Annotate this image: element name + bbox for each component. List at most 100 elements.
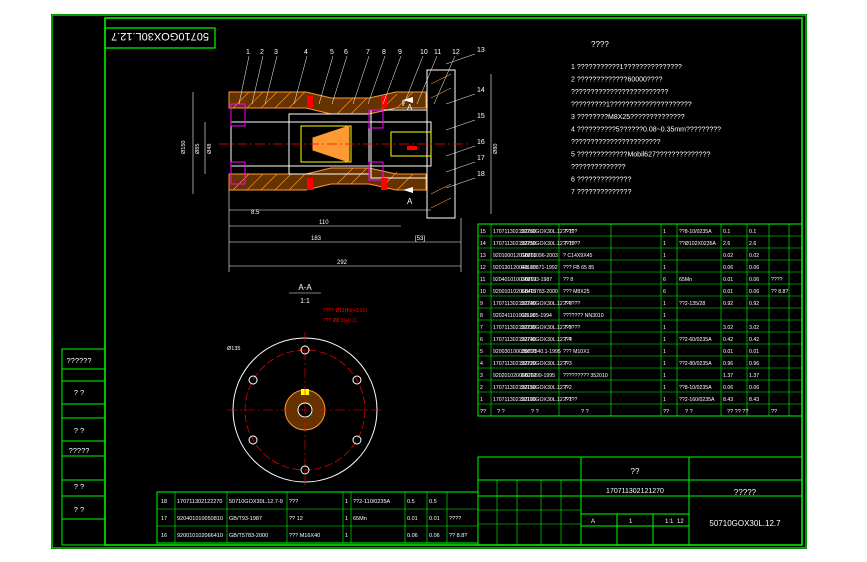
note-line: 7 ??????????????	[571, 189, 631, 196]
bom-cell-desc: ?? 12	[289, 516, 303, 522]
bom-cell-w1: 0.06	[723, 265, 733, 271]
bom-cell-desc: ? C14X9X45	[563, 253, 593, 259]
note-line: 3 ????????M8X25??????????????	[571, 114, 685, 121]
callout-number: 15	[477, 113, 485, 120]
hatched-housing	[228, 91, 427, 191]
bom-cell-w1: 0.06	[407, 533, 418, 539]
callout-number: 5	[330, 49, 334, 56]
bom-cell-w2: 0.92	[749, 301, 759, 307]
bom-cell-no: 18	[161, 499, 167, 505]
bom-cell-no: 9	[480, 301, 483, 307]
bom-cell-code: 920030100030810	[493, 349, 536, 355]
callout-leader	[445, 161, 476, 173]
callout-leader	[331, 55, 348, 105]
bom-cell-name: 50710GOX30L.12.7-1	[521, 397, 572, 403]
bom-cell-no: 4	[480, 361, 483, 367]
title-stage: A	[591, 519, 595, 525]
callout-number: 3	[274, 49, 278, 56]
callout-leader	[416, 55, 438, 105]
drawing-svg: 50710GOX30L.12.7 ?????? ? ? ? ? ????? ? …	[51, 14, 807, 549]
bom-cell-code: 170711302122100	[493, 397, 536, 403]
bom-cell-w2: 0.5	[429, 499, 437, 505]
stamp-label: ??????	[66, 356, 91, 365]
bom-cell-desc: ??? M16X40	[289, 533, 320, 539]
callout-leader	[352, 55, 370, 105]
bom-cell-no: 11	[480, 277, 485, 283]
bom-cell-code: 920010102066410	[177, 533, 223, 539]
bearing-right-top	[368, 109, 384, 129]
bom-header-cell: ??	[480, 409, 486, 415]
bom-cell-w1: 0.01	[407, 516, 418, 522]
bom-cell-no: 6	[480, 337, 483, 343]
bom-cell-code: 170711302122250	[493, 241, 536, 247]
bom-cell-w2: 0.06	[749, 289, 759, 295]
bom-cell-w2: 0.96	[749, 361, 759, 367]
bom-cell-no: 16	[161, 533, 167, 539]
bom-cell-no: 2	[480, 385, 483, 391]
callout-number: 8	[382, 49, 386, 56]
bom-cell-qty: 6	[663, 277, 666, 283]
callout-number: 9	[398, 49, 402, 56]
section-aa-view: A-A 1:1 Ø135 ???? Ø11H6(+0.01) ??? Ø6.3(…	[227, 283, 383, 488]
bom-cell-name: GB 13871-1992	[521, 265, 558, 271]
title-part-name: ??	[631, 467, 640, 476]
bom-cell-w1: 2.6	[723, 241, 730, 247]
bom-cell-w1: 0.92	[723, 301, 733, 307]
callout-number: 6	[344, 49, 348, 56]
bom-cell-no: 5	[480, 349, 483, 355]
bom-cell-no: 10	[480, 289, 486, 295]
bom-cell-qty: 1	[663, 253, 666, 259]
bom-cell-mat: ??8-10/0235A	[679, 229, 712, 235]
bom-cell-w1: 0.5	[407, 499, 415, 505]
bom-cell-name: GB/T93-1987	[521, 277, 552, 283]
bom-cell-w1: 0.96	[723, 361, 733, 367]
bom-cell-qty: 1	[663, 229, 666, 235]
bom-cell-w1: 0.06	[723, 385, 733, 391]
bom-cell-name: GB 285-1994	[521, 313, 552, 319]
callout-number: 10	[420, 49, 428, 56]
title-block: ?? 170711302121270 ????? 50710GOX30L.12.…	[477, 456, 803, 546]
bom-cell-w1: 8.43	[723, 397, 733, 403]
bom-cell-desc: ??? M8X25	[563, 289, 590, 295]
section-marker-top: A	[407, 103, 413, 112]
bearing-left-top	[230, 103, 246, 127]
callout-number: 11	[434, 49, 441, 56]
bom-cell-desc: ???	[289, 499, 298, 505]
title-company: ?????	[734, 488, 757, 497]
bom-cell-note: ?? 8.8?	[771, 289, 788, 295]
bom-cell-no: 14	[480, 241, 486, 247]
red-note-2: ??? Ø6.3(+0.1)	[323, 318, 357, 324]
bom-cell-qty: 1	[663, 313, 666, 319]
bolt-hole	[300, 465, 310, 475]
callout-number: 4	[304, 49, 308, 56]
bom-cell-no: 12	[480, 265, 486, 271]
bom-cell-desc: ??? FB 65 85	[563, 265, 594, 271]
note-line: ?????????1?????????????????????	[571, 102, 692, 109]
bom-cell-no: 8	[480, 313, 483, 319]
bom-cell-mat: ??8-10/0235A	[679, 385, 712, 391]
bom-cell-w2: 0.06	[429, 533, 440, 539]
bolt-hole	[248, 435, 258, 445]
callout-leader	[403, 55, 424, 105]
stamp-label: ?????	[69, 446, 90, 455]
dim-len-b: 110	[319, 220, 329, 226]
bom-cell-code: 170711302122150	[493, 385, 536, 391]
dimension-labels: 110 183 [53] 292 8.5 Ø150 Ø85 Ø48 Ø80	[181, 141, 499, 266]
bom-cell-desc: ??	[563, 385, 569, 391]
bom-cell-w1: 0.01	[723, 289, 733, 295]
callout-leader	[445, 53, 476, 65]
bom-cell-desc: ????????? 352010	[563, 373, 608, 379]
bom-cell-w1: 0.01	[723, 349, 733, 355]
bom-header-cell: ? ?	[685, 409, 693, 415]
stamp-label: ? ?	[74, 426, 84, 435]
flange-hatch	[430, 73, 452, 209]
bom-cell-qty: 1	[345, 533, 348, 539]
bom-cell-w1: 0.1	[723, 229, 730, 235]
dim-len-e: 292	[337, 260, 348, 266]
title-sheets: 1	[629, 519, 633, 525]
bom-cell-w2: 1.37	[749, 373, 759, 379]
callout-leader	[382, 55, 402, 105]
bom-cell-desc: ??????	[563, 325, 580, 331]
